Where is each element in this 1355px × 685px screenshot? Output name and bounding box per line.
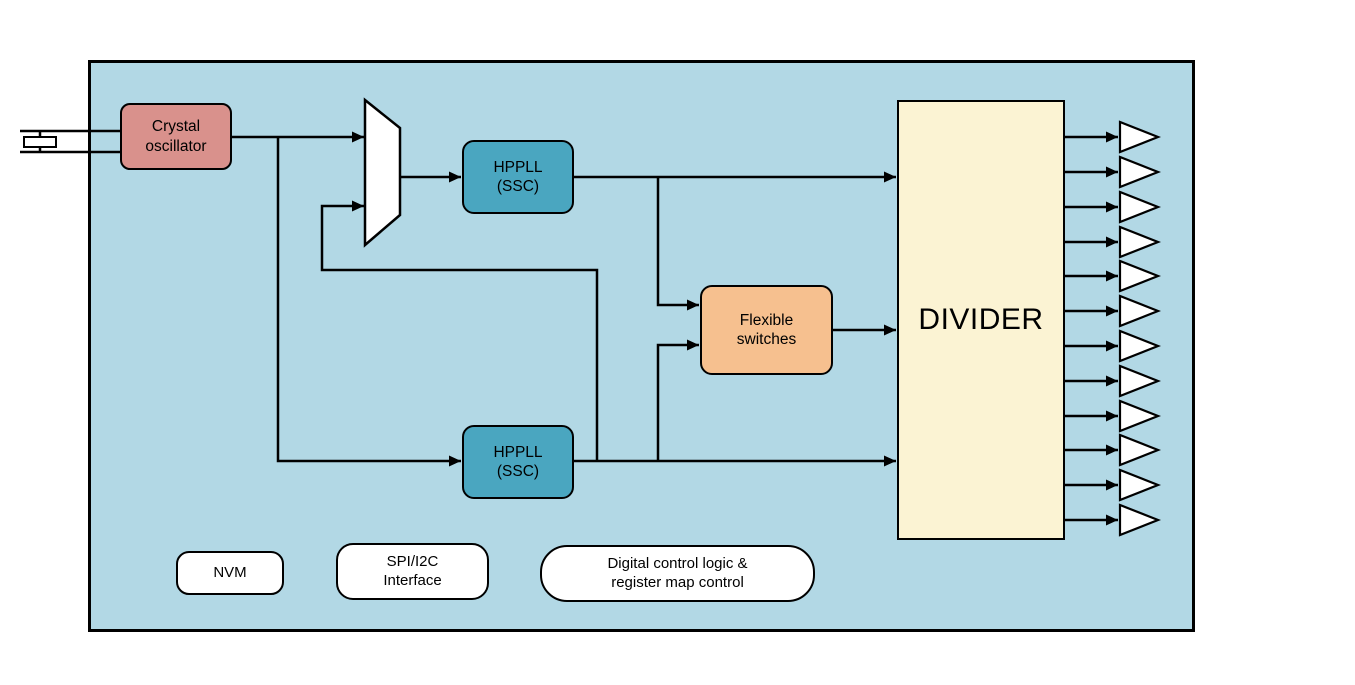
signal-wires	[20, 129, 1118, 526]
output-buffer-icon	[1118, 399, 1161, 433]
wire-hppll-bottom-to-switches	[656, 339, 699, 461]
output-buffer-icon	[1118, 259, 1161, 293]
block-divider: DIVIDER	[897, 100, 1065, 540]
output-buffer-icon	[1118, 433, 1161, 467]
block-hppll-bottom: HPPLL (SSC)	[462, 425, 574, 499]
output-buffer-icon	[1118, 120, 1161, 154]
block-digital-control: Digital control logic & register map con…	[540, 545, 815, 602]
wire-osc-to-hppll-bottom	[276, 137, 461, 467]
output-buffer-icon	[1118, 225, 1161, 259]
output-buffer-icon	[1118, 364, 1161, 398]
mux-icon	[363, 97, 402, 248]
crystal-icon	[23, 136, 57, 148]
block-flexible-switches: Flexible switches	[700, 285, 833, 375]
output-buffer-icon	[1118, 155, 1161, 189]
block-spi-i2c-interface: SPI/I2C Interface	[336, 543, 489, 600]
output-buffer-icon	[1118, 294, 1161, 328]
output-buffers	[1118, 120, 1161, 537]
output-buffer-icon	[1118, 468, 1161, 502]
wire-feedback-to-mux	[320, 200, 599, 461]
block-nvm: NVM	[176, 551, 284, 595]
output-buffer-icon	[1118, 190, 1161, 224]
output-buffer-icon	[1118, 503, 1161, 537]
wire-hppll-top-to-switches	[656, 177, 699, 311]
block-hppll-top: HPPLL (SSC)	[462, 140, 574, 214]
block-crystal-oscillator: Crystal oscillator	[120, 103, 232, 170]
output-buffer-icon	[1118, 329, 1161, 363]
